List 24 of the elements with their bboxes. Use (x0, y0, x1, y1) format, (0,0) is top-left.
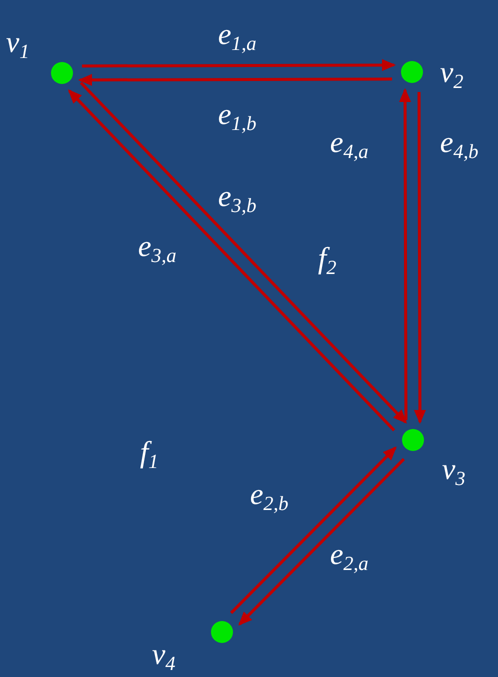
edge-label: e$_{1,b}$ (218, 100, 256, 134)
edge-label: e$_{4,b}$ (440, 128, 478, 162)
face-label: f$_{1}$ (140, 438, 158, 472)
vertex-label: v$_{4}$ (152, 640, 176, 674)
vertex-dot (401, 61, 423, 83)
edge-label: e$_{3,b}$ (218, 182, 256, 216)
face-label: f$_{2}$ (318, 244, 336, 278)
vertex-label: v$_{3}$ (442, 455, 466, 489)
arrow (238, 458, 405, 626)
arrow (82, 59, 396, 72)
vertex-dot (51, 62, 73, 84)
arrow (414, 92, 426, 424)
arrow (230, 446, 397, 614)
vertex-label: v$_{2}$ (440, 58, 464, 92)
edge-label: e$_{4,a}$ (330, 128, 368, 162)
arrow (78, 74, 392, 86)
vertex-dot (211, 621, 233, 643)
arrow (399, 88, 412, 420)
edge-label: e$_{2,a}$ (330, 540, 368, 574)
edge-label: e$_{1,a}$ (218, 20, 256, 54)
vertex-label: v$_{1}$ (6, 28, 30, 62)
edge-label: e$_{2,b}$ (250, 480, 288, 514)
edge-label: e$_{3,a}$ (138, 232, 176, 266)
vertex-dot (402, 429, 424, 451)
